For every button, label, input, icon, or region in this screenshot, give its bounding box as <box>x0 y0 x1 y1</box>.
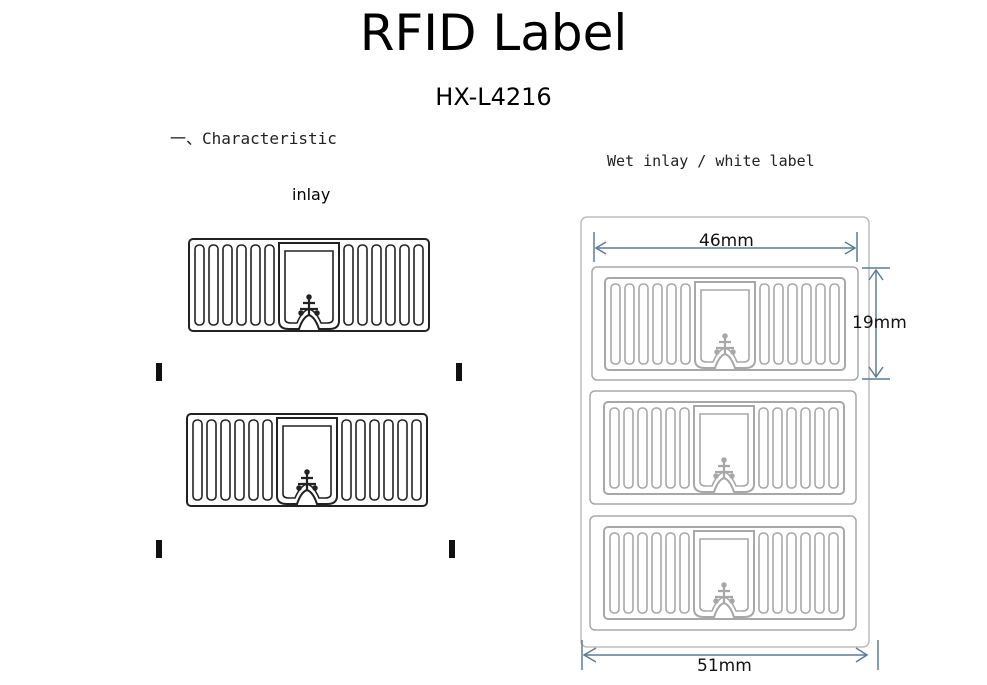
inlay-top <box>187 237 431 333</box>
page-title: RFID Label <box>359 4 628 62</box>
inlay-caption: inlay <box>292 185 331 204</box>
inlay-bottom <box>185 412 429 508</box>
wet-label-3 <box>589 515 857 631</box>
section-heading: 一、Characteristic <box>170 129 337 148</box>
width-46mm-label: 46mm <box>699 231 754 251</box>
width-51mm-label: 51mm <box>697 656 752 676</box>
height-19mm-label: 19mm <box>852 313 907 333</box>
wet-label-2 <box>589 390 857 505</box>
registration-mark <box>156 363 162 381</box>
wet-label-1 <box>591 266 859 381</box>
registration-mark <box>456 363 462 381</box>
dimension-19mm-arrow <box>862 267 890 380</box>
dimension-46mm-arrow <box>593 232 858 262</box>
dimension-51mm-arrow <box>581 640 879 670</box>
wet-inlay-caption: Wet inlay / white label <box>607 152 815 170</box>
registration-mark <box>156 540 162 558</box>
label-liner <box>580 216 870 648</box>
registration-mark <box>449 540 455 558</box>
model-number: HX-L4216 <box>435 83 552 111</box>
